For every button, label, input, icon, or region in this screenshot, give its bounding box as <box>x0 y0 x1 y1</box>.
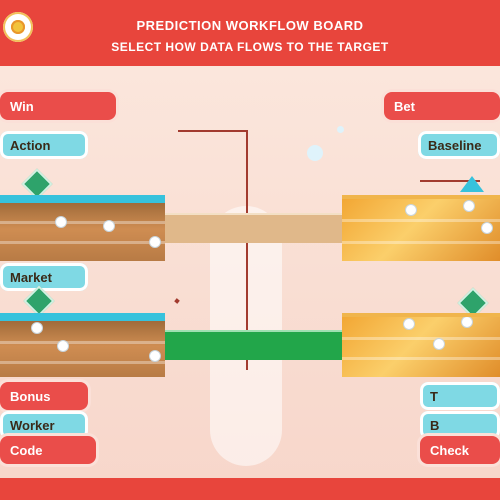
panel-stripe <box>0 241 165 244</box>
decor-dot <box>307 145 323 161</box>
left-label-pill-3[interactable]: Bonus <box>0 382 88 410</box>
right-label-pill-4[interactable]: Check <box>420 436 500 464</box>
panel-stripe <box>0 341 165 344</box>
left-label-pill-4[interactable]: Worker <box>0 411 88 439</box>
node-ball <box>404 319 414 329</box>
left-label-4: Worker <box>10 417 55 433</box>
decor-dot <box>337 126 344 133</box>
left-label-3: Bonus <box>10 388 51 404</box>
left-label-2: Market <box>10 269 52 285</box>
right-label-2: T <box>430 388 438 404</box>
header-subtitle: SELECT HOW DATA FLOWS TO THE TARGET <box>111 40 389 54</box>
left-label-pill-2[interactable]: Market <box>0 263 88 291</box>
left-top-label: Win <box>10 98 34 114</box>
right-label-3: B <box>430 417 440 433</box>
left-top-pill[interactable]: Win <box>0 92 116 120</box>
node-ball <box>104 221 114 231</box>
panel-stripe <box>342 219 500 222</box>
coin-logo-icon[interactable] <box>3 12 33 42</box>
green-connector-bar[interactable] <box>165 330 345 360</box>
right-panel-1[interactable] <box>342 195 500 261</box>
node-ball <box>32 323 42 333</box>
panel-stripe <box>0 361 165 364</box>
node-ball <box>482 223 492 233</box>
node-ball <box>150 351 160 361</box>
right-label-pill-2[interactable]: T <box>420 382 500 410</box>
vertical-connector <box>246 130 248 370</box>
left-panel-1[interactable] <box>0 195 165 261</box>
panel-stripe <box>0 221 165 224</box>
tan-connector-bar[interactable] <box>165 213 345 243</box>
left-panel-2[interactable] <box>0 313 165 377</box>
node-ball <box>406 205 416 215</box>
panel-stripe <box>342 357 500 360</box>
header-title: PREDICTION WORKFLOW BOARD <box>136 18 364 33</box>
node-ball <box>56 217 66 227</box>
connector-line <box>420 180 480 182</box>
node-ball <box>150 237 160 247</box>
right-label-pill-1[interactable]: Baseline <box>418 131 500 159</box>
right-panel-2[interactable] <box>342 313 500 377</box>
right-label-1: Baseline <box>428 137 482 153</box>
left-label-1: Action <box>10 137 51 153</box>
node-ball <box>464 201 474 211</box>
right-label-pill-3[interactable]: B <box>420 411 500 439</box>
right-top-label: Bet <box>394 98 415 114</box>
triangle-marker-icon <box>460 176 484 192</box>
left-label-5: Code <box>10 442 43 458</box>
connector-line <box>178 130 248 132</box>
right-top-pill[interactable]: Bet <box>384 92 500 120</box>
app-header: PREDICTION WORKFLOW BOARD SELECT HOW DAT… <box>0 0 500 66</box>
panel-stripe <box>342 337 500 340</box>
footer-bar <box>0 478 500 500</box>
node-ball <box>434 339 444 349</box>
left-label-pill-5[interactable]: Code <box>0 436 96 464</box>
right-label-4: Check <box>430 442 470 458</box>
panel-stripe <box>342 241 500 244</box>
node-ball <box>58 341 68 351</box>
left-label-pill-1[interactable]: Action <box>0 131 88 159</box>
node-ball <box>462 317 472 327</box>
